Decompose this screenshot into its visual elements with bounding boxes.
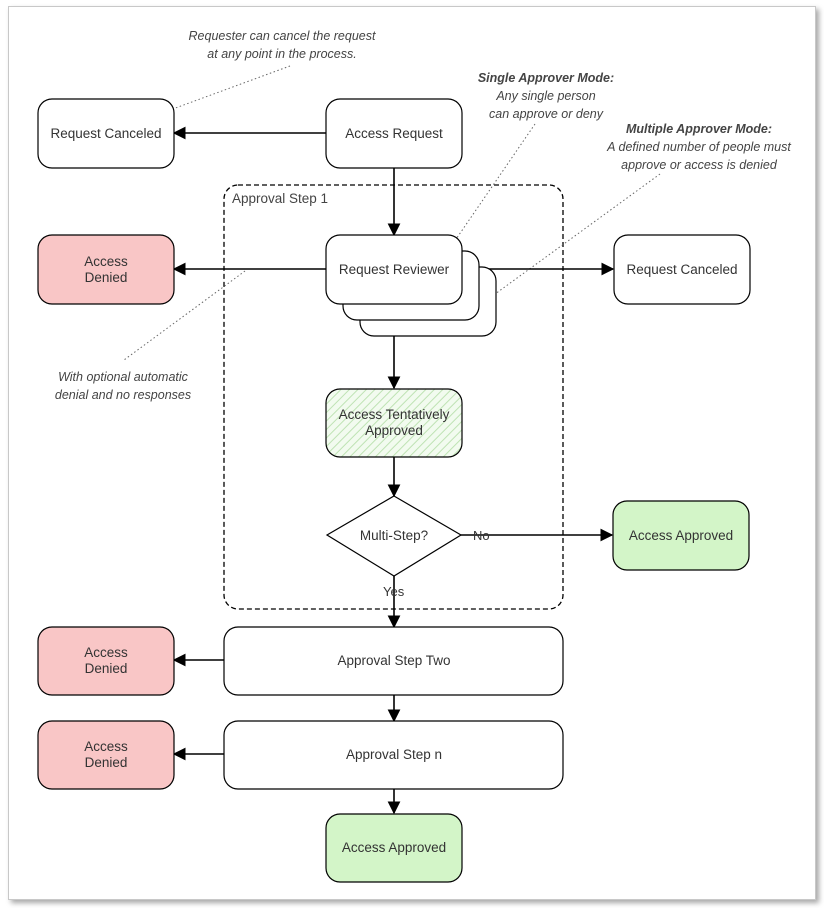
node-request-canceled-top — [37, 98, 175, 169]
single-mode-title: Single Approver Mode: — [478, 71, 614, 85]
cancel-note-line1: Requester can cancel the request — [189, 29, 376, 43]
single-mode-line2: can approve or deny — [489, 107, 604, 121]
label-access-denied-1-line2: Denied — [85, 270, 128, 285]
denial-note-line2: denial and no responses — [55, 388, 191, 402]
label-access-denied-1-line1: Access — [84, 254, 128, 269]
label-approval-step-two: Approval Step Two — [337, 653, 450, 668]
label-tentative-line1: Access Tentatively — [339, 407, 450, 422]
multi-mode-line2: approve or access is denied — [621, 158, 778, 172]
multi-mode-title: Multiple Approver Mode: — [626, 122, 772, 136]
node-access-approved-bottom — [325, 813, 463, 883]
node-access-denied-3 — [37, 720, 175, 790]
node-access-request — [325, 98, 463, 169]
edge-label-no: No — [473, 528, 490, 543]
label-access-approved-right: Access Approved — [629, 528, 733, 543]
single-mode-line1: Any single person — [495, 89, 595, 103]
single-mode-leader — [451, 123, 536, 246]
node-request-canceled-right — [613, 234, 751, 305]
multi-mode-line1: A defined number of people must — [606, 140, 791, 154]
label-tentative-line2: Approved — [365, 423, 423, 438]
node-access-approved-right — [612, 500, 750, 571]
denial-note-leader — [123, 270, 246, 361]
node-approval-step-two — [223, 626, 564, 696]
node-request-reviewer — [325, 234, 463, 305]
node-access-denied-2 — [37, 626, 175, 696]
label-access-request: Access Request — [345, 126, 443, 141]
multi-mode-leader — [479, 173, 661, 306]
label-multi-step: Multi-Step? — [360, 528, 428, 543]
label-access-denied-2-line2: Denied — [85, 661, 128, 676]
node-access-denied-1 — [37, 234, 175, 305]
label-access-denied-3-line1: Access — [84, 739, 128, 754]
cancel-note-line2: at any point in the process. — [207, 47, 356, 61]
label-access-denied-2-line1: Access — [84, 645, 128, 660]
label-access-denied-3-line2: Denied — [85, 755, 128, 770]
node-approval-step-n — [223, 720, 564, 790]
label-request-canceled-right: Request Canceled — [626, 262, 737, 277]
label-approval-step-n: Approval Step n — [346, 747, 442, 762]
label-request-reviewer: Request Reviewer — [339, 262, 450, 277]
label-request-canceled-top: Request Canceled — [50, 126, 161, 141]
edge-label-yes: Yes — [383, 584, 405, 599]
node-multi-step-decision — [325, 495, 463, 577]
node-tentatively-approved — [325, 388, 463, 458]
approval-step-1-label: Approval Step 1 — [232, 191, 328, 206]
cancel-note-leader — [169, 65, 291, 111]
denial-note-line1: With optional automatic — [58, 370, 189, 384]
label-access-approved-bottom: Access Approved — [342, 840, 446, 855]
